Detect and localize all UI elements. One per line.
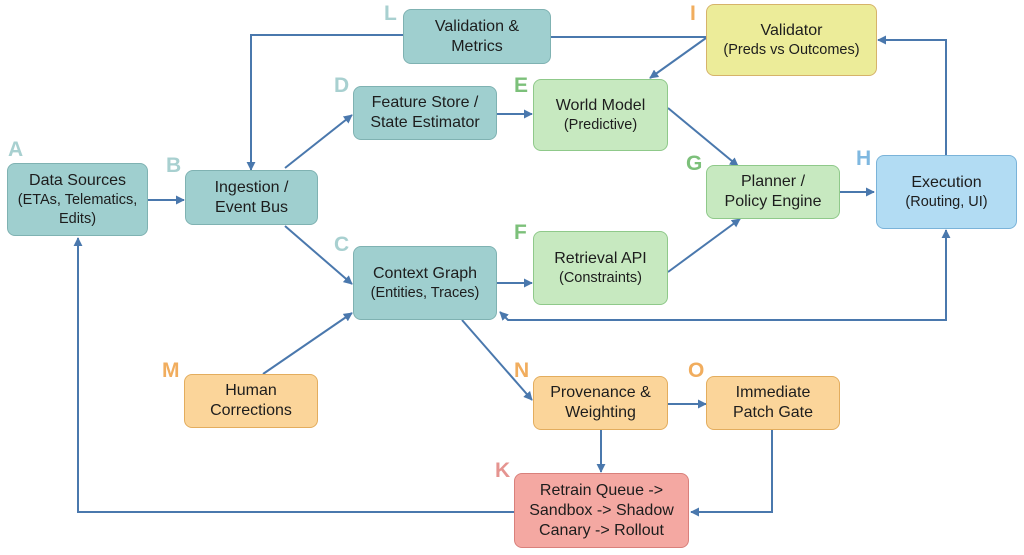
node-human-corrections[interactable]: Human Corrections: [184, 374, 318, 428]
node-subtitle: (Preds vs Outcomes): [723, 41, 860, 58]
node-letter-k: K: [495, 459, 511, 482]
edge-b-to-c: [284, 225, 353, 285]
node-letter-d: D: [334, 74, 350, 97]
edge-b-to-d: [284, 114, 353, 169]
node-letter-o: O: [688, 359, 705, 382]
node-ingestion-event-bus[interactable]: Ingestion / Event Bus: [185, 170, 318, 225]
node-retrain-queue[interactable]: Retrain Queue -> Sandbox -> Shadow Canar…: [514, 473, 689, 548]
node-title: Data Sources: [29, 171, 126, 189]
node-title: Ingestion /: [214, 178, 289, 196]
node-title: Execution: [911, 173, 982, 191]
node-title: Immediate: [735, 384, 811, 401]
node-title: Validation &: [434, 17, 520, 35]
node-title-2: Patch Gate: [732, 404, 814, 421]
edge-h-to-c: [499, 229, 951, 321]
edge-o-to-k: [690, 430, 773, 517]
node-data-sources[interactable]: Data Sources (ETAs, Telematics, Edits): [7, 163, 148, 236]
node-world-model[interactable]: World Model (Predictive): [533, 79, 668, 151]
node-letter-i: I: [690, 2, 696, 25]
edge-l-to-b: [246, 34, 404, 171]
node-title-2: Event Bus: [215, 198, 288, 216]
node-letter-l: L: [384, 2, 397, 25]
node-feature-store[interactable]: Feature Store / State Estimator: [353, 86, 497, 140]
node-subtitle: (Predictive): [563, 116, 638, 133]
edge-h-to-i: [877, 35, 947, 156]
node-planner-policy-engine[interactable]: Planner / Policy Engine: [706, 165, 840, 219]
node-letter-n: N: [514, 359, 530, 382]
node-line-1: Retrain Queue ->: [539, 481, 664, 499]
node-line-2: Sandbox -> Shadow: [529, 501, 674, 519]
edge-k-to-a: [73, 237, 514, 513]
node-title-2: State Estimator: [370, 114, 480, 131]
node-execution[interactable]: Execution (Routing, UI): [876, 155, 1017, 229]
node-letter-g: G: [686, 152, 703, 175]
node-title: Provenance &: [550, 384, 651, 401]
node-subtitle: (Constraints): [559, 269, 642, 286]
node-line-3: Canary -> Rollout: [539, 521, 664, 539]
node-immediate-patch-gate[interactable]: Immediate Patch Gate: [706, 376, 840, 430]
node-context-graph[interactable]: Context Graph (Entities, Traces): [353, 246, 497, 320]
node-validation-metrics[interactable]: Validation & Metrics: [403, 9, 551, 64]
node-letter-b: B: [166, 154, 182, 177]
edge-i-to-e: [649, 37, 707, 79]
edge-m-to-c: [262, 312, 353, 375]
node-provenance-weighting[interactable]: Provenance & Weighting: [533, 376, 668, 430]
node-title: Feature Store /: [371, 94, 479, 111]
node-validator[interactable]: Validator (Preds vs Outcomes): [706, 4, 877, 76]
node-letter-c: C: [334, 233, 350, 256]
node-letter-m: M: [162, 359, 180, 382]
edge-e-to-g: [667, 107, 739, 167]
edge-f-to-g: [667, 218, 741, 273]
edge-c-to-n: [461, 319, 533, 401]
node-subtitle: (ETAs, Telematics,: [17, 191, 138, 208]
node-letter-a: A: [8, 138, 24, 161]
node-subtitle: (Routing, UI): [905, 193, 988, 210]
node-title-2: Policy Engine: [724, 193, 822, 210]
node-subtitle: (Entities, Traces): [370, 284, 480, 301]
node-title: Context Graph: [372, 264, 478, 282]
node-title: Retrieval API: [554, 249, 647, 267]
node-title: World Model: [555, 96, 646, 114]
node-letter-h: H: [856, 147, 872, 170]
node-title: Planner /: [740, 173, 806, 190]
node-title-2: Weighting: [565, 404, 636, 421]
node-letter-e: E: [514, 74, 529, 97]
node-title: Validator: [760, 21, 823, 39]
node-subtitle-2: Edits): [58, 210, 97, 227]
node-retrieval-api[interactable]: Retrieval API (Constraints): [533, 231, 668, 305]
node-title-2: Corrections: [210, 402, 292, 419]
node-title-2: Metrics: [451, 37, 503, 55]
node-title: Human: [225, 382, 277, 399]
node-letter-f: F: [514, 221, 527, 244]
